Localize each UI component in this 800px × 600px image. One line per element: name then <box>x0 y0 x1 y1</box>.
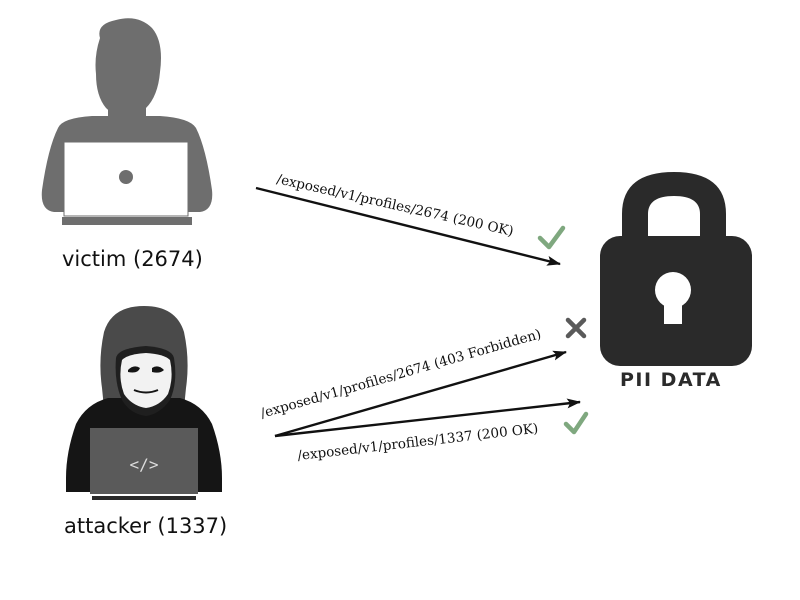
request-arrow-forbidden <box>274 350 567 438</box>
lock-icon <box>600 172 752 366</box>
cross-icon <box>565 317 587 339</box>
hacker-icon <box>66 306 222 500</box>
request-label: /exposed/v1/profiles/1337 (200 OK) <box>297 421 539 464</box>
check-icon <box>563 411 589 435</box>
check-icon <box>537 225 566 250</box>
request-label: /exposed/v1/profiles/2674 (403 Forbidden… <box>259 326 543 422</box>
request-label: /exposed/v1/profiles/2674 (200 OK) <box>275 171 515 239</box>
victim-label: victim (2674) <box>62 247 203 271</box>
request-arrow-victim <box>255 186 561 266</box>
victim-icon <box>41 18 213 225</box>
pii-data-label: PII DATA <box>620 369 722 391</box>
request-arrow-own <box>274 398 581 438</box>
attacker-label: attacker (1337) <box>64 514 227 538</box>
laptop-code-icon: </> <box>130 455 159 474</box>
